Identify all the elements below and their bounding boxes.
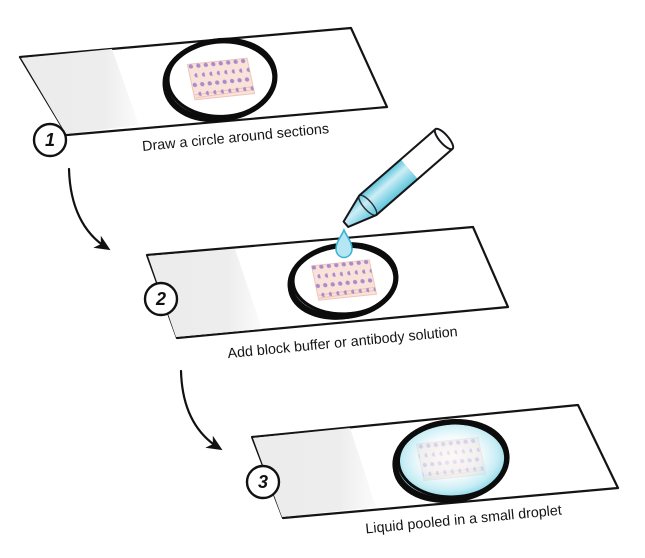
step-number: 3 xyxy=(258,472,268,492)
pooled-liquid xyxy=(392,419,510,503)
hydrophobic-circle xyxy=(162,37,278,123)
slide-step-1: 1 Draw a circle around sections xyxy=(18,26,389,158)
step-2-badge: 2 xyxy=(143,281,179,317)
pipette-icon xyxy=(342,127,455,228)
step-3-badge: 3 xyxy=(245,464,281,500)
step-1-badge: 1 xyxy=(32,122,68,158)
slide-step-3: 3 Liquid pooled in a small droplet xyxy=(245,403,620,537)
frosted-label-area xyxy=(148,249,262,337)
frosted-label-area xyxy=(21,49,139,134)
frosted-label-area xyxy=(253,428,376,517)
step-number: 2 xyxy=(155,289,166,309)
flow-arrow-2-3 xyxy=(179,369,223,451)
tissue-section xyxy=(186,57,256,101)
flow-arrow-1-2 xyxy=(67,167,111,251)
liquid-droplet-icon xyxy=(335,227,353,259)
tissue-section xyxy=(310,259,378,301)
slide-step-2: 2 Add block buffer or antibody solution xyxy=(143,127,510,362)
step-number: 1 xyxy=(45,130,55,150)
